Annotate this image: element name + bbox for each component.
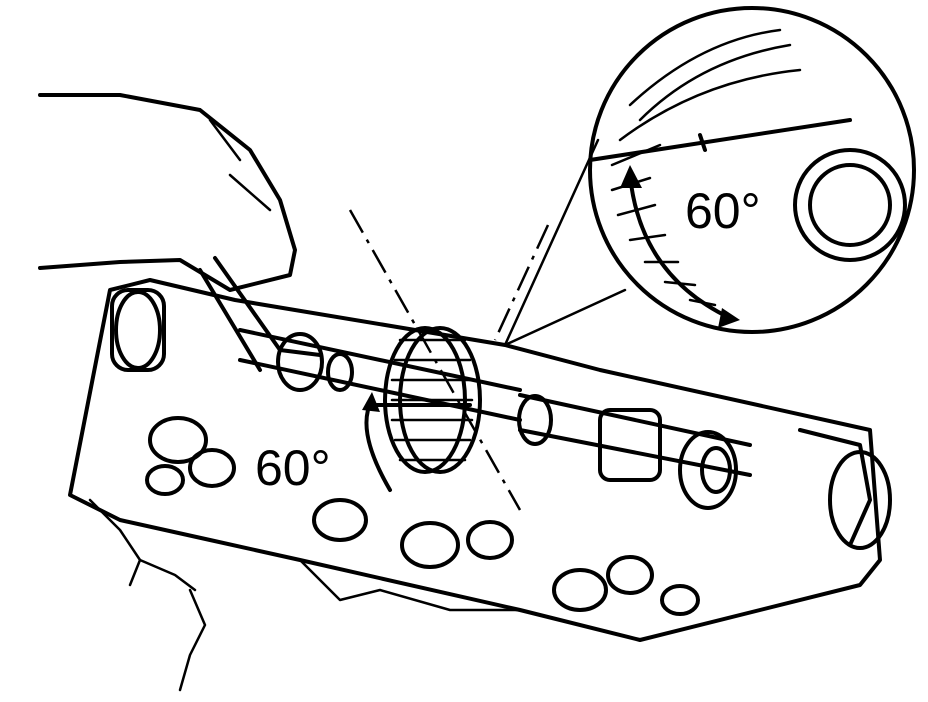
detail-view <box>588 6 916 334</box>
valve-ports <box>145 416 700 616</box>
reference-lines <box>348 138 627 511</box>
angle-label-detail: 60° <box>685 183 761 239</box>
cylinder-head <box>68 278 882 692</box>
hand-with-wrench <box>38 93 322 372</box>
angle-label-main: 60° <box>255 440 331 496</box>
rotation-arrow-main <box>362 392 392 492</box>
camshaft-gear <box>368 326 482 474</box>
camshaft-assembly <box>110 288 892 550</box>
